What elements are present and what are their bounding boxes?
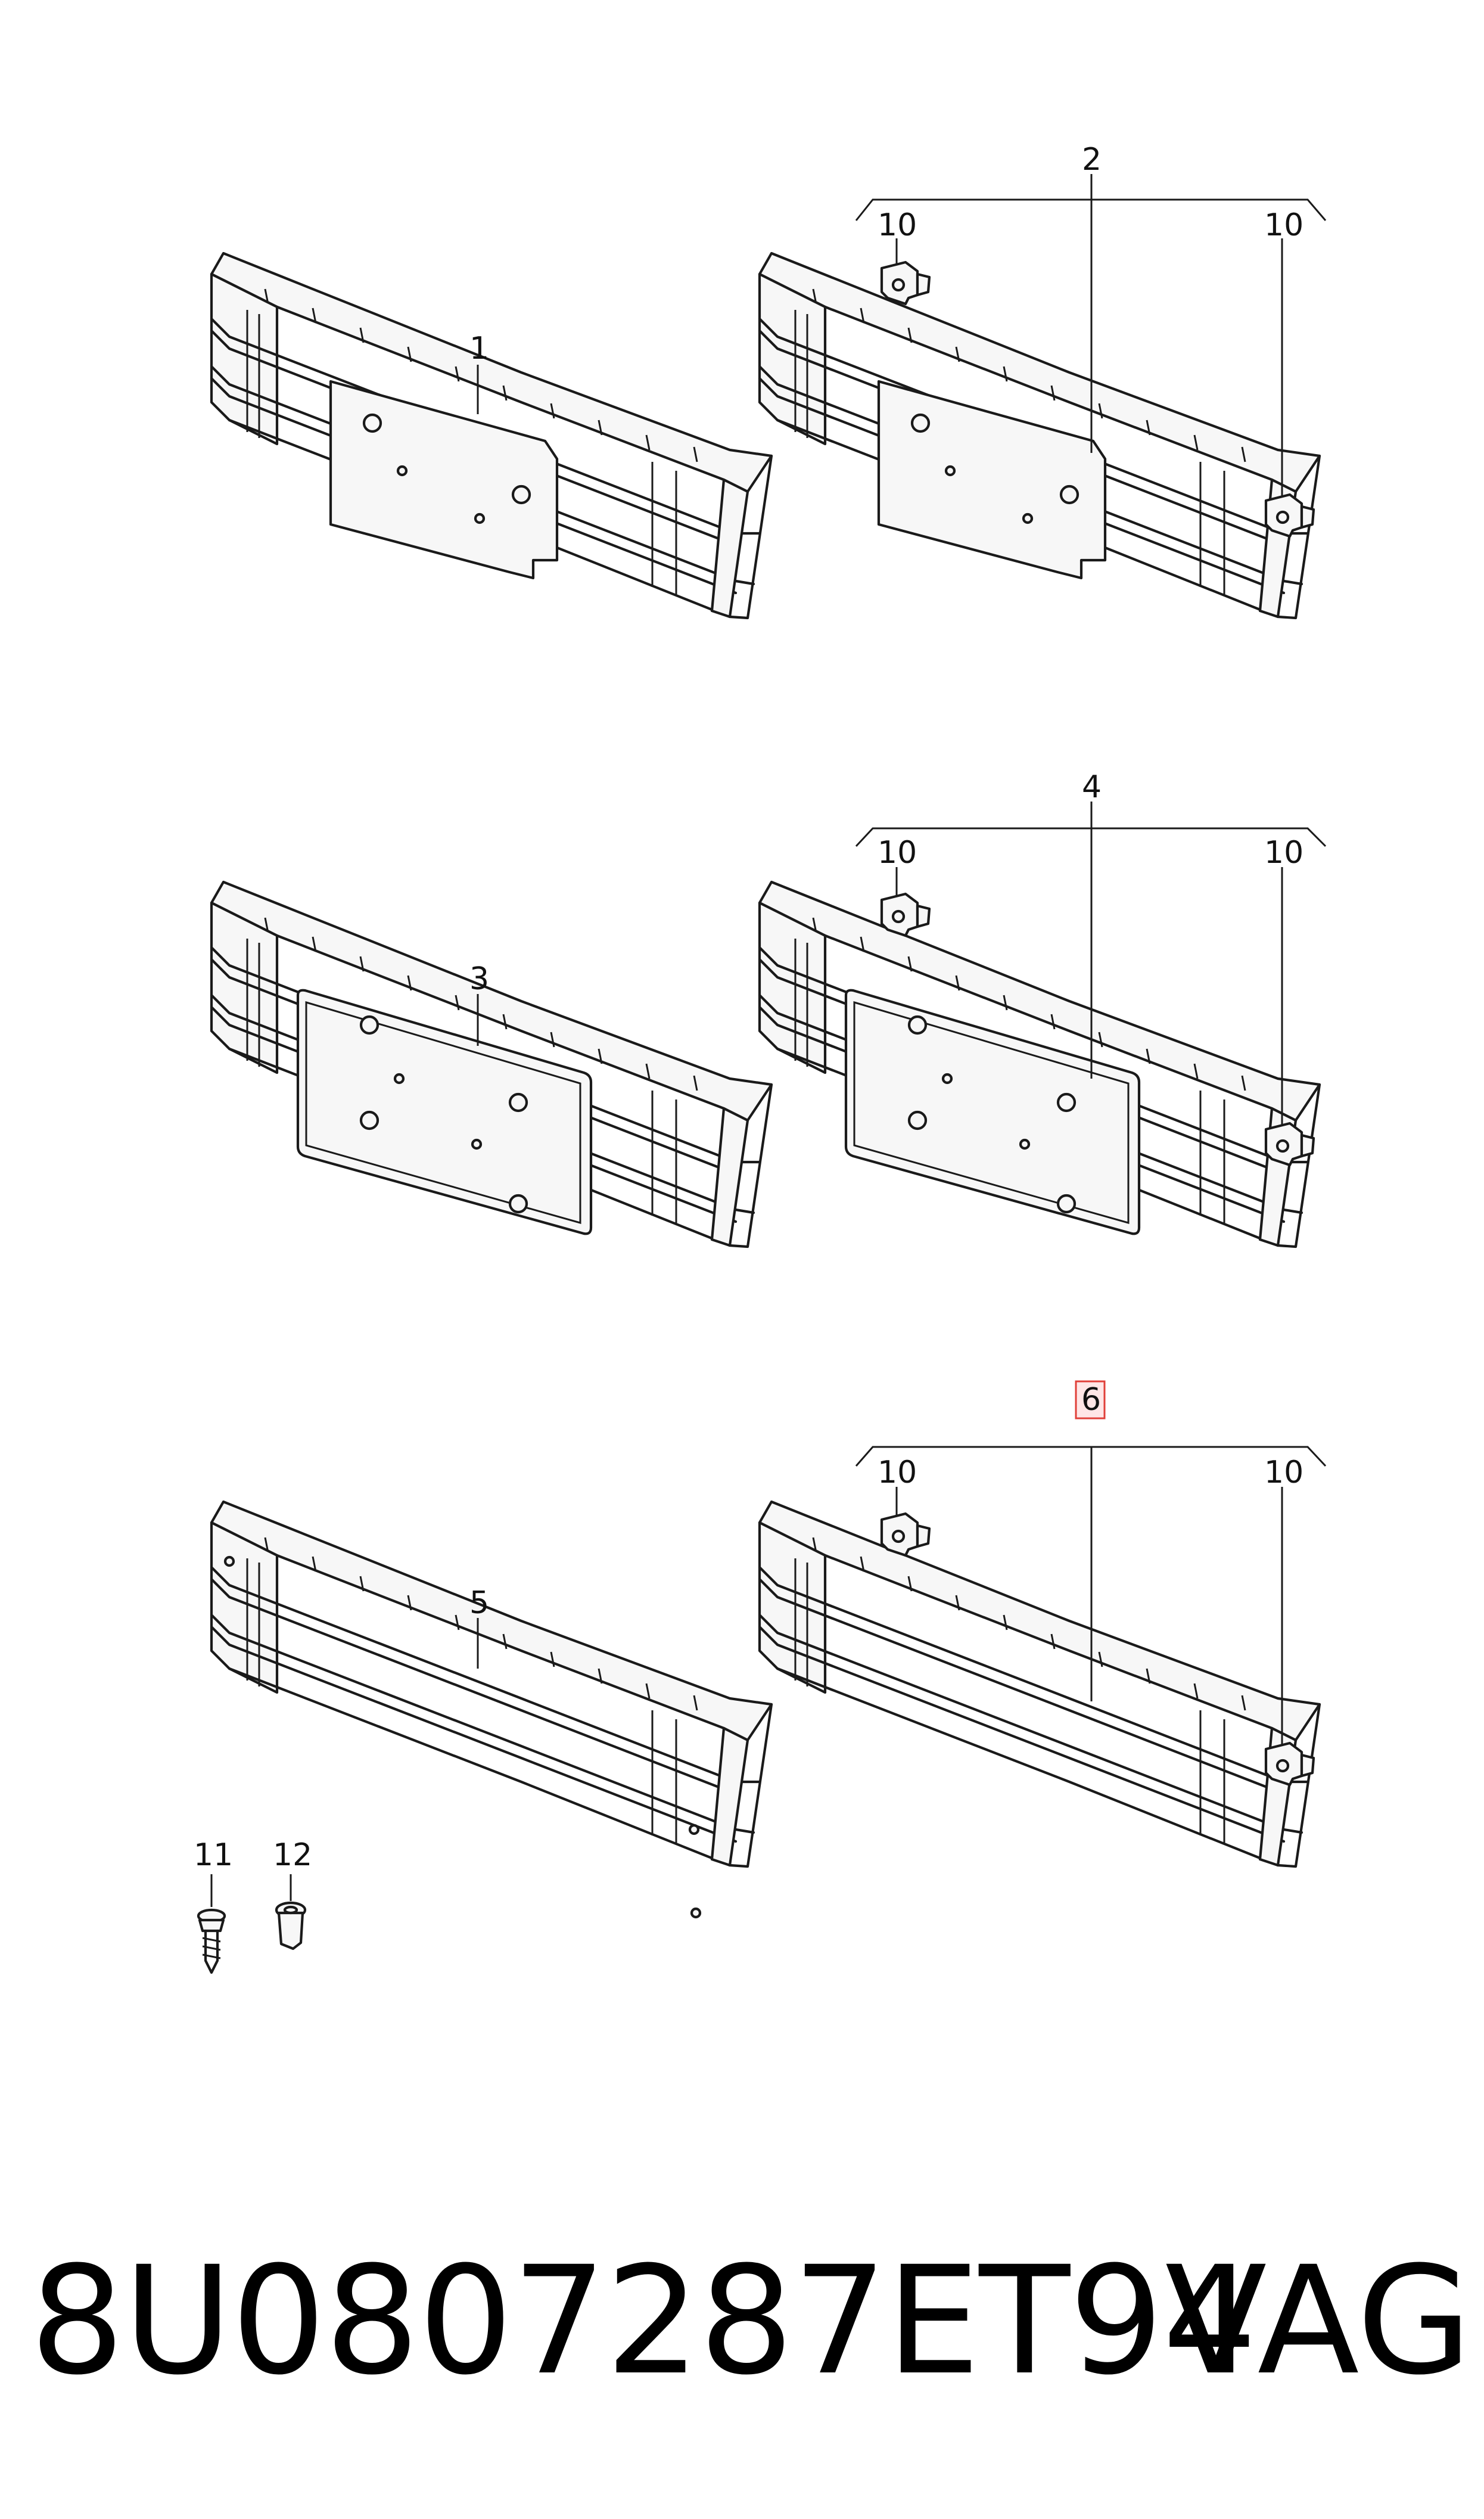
grille-part-3 [211, 882, 771, 1247]
callout-10-right-row1: 10 [1264, 207, 1303, 243]
exploded-parts-diagram: 1 2 10 10 3 4 10 10 5 [194, 142, 1327, 1974]
callout-10-right-row2: 10 [1264, 835, 1303, 871]
grille-part-1 [211, 253, 771, 618]
grille-part-5 [211, 1502, 771, 1919]
brand-label: VAG [1165, 2234, 1472, 2408]
callout-3: 3 [469, 961, 489, 997]
callout-6: 6 [1081, 1382, 1101, 1418]
callout-10-left-row2: 10 [878, 835, 917, 871]
grille-part-6 [760, 1502, 1320, 1866]
nut-part-12 [275, 1874, 307, 1950]
part-number-label: 8U0807287ET94 [30, 2234, 1257, 2408]
highlight-box-6 [1075, 1380, 1106, 1420]
callout-2: 2 [1082, 142, 1102, 178]
grille-part-4 [760, 882, 1320, 1247]
screw-part-11 [197, 1874, 226, 1974]
callout-5: 5 [469, 1585, 489, 1621]
callout-4: 4 [1082, 769, 1102, 805]
callout-10-left-row1: 10 [878, 207, 917, 243]
callout-10-right-row3: 10 [1264, 1455, 1303, 1490]
callout-1: 1 [469, 331, 489, 366]
callout-10-left-row3: 10 [878, 1455, 917, 1490]
callout-11: 11 [194, 1837, 233, 1873]
grille-part-2 [760, 253, 1320, 618]
callout-12: 12 [273, 1837, 312, 1873]
